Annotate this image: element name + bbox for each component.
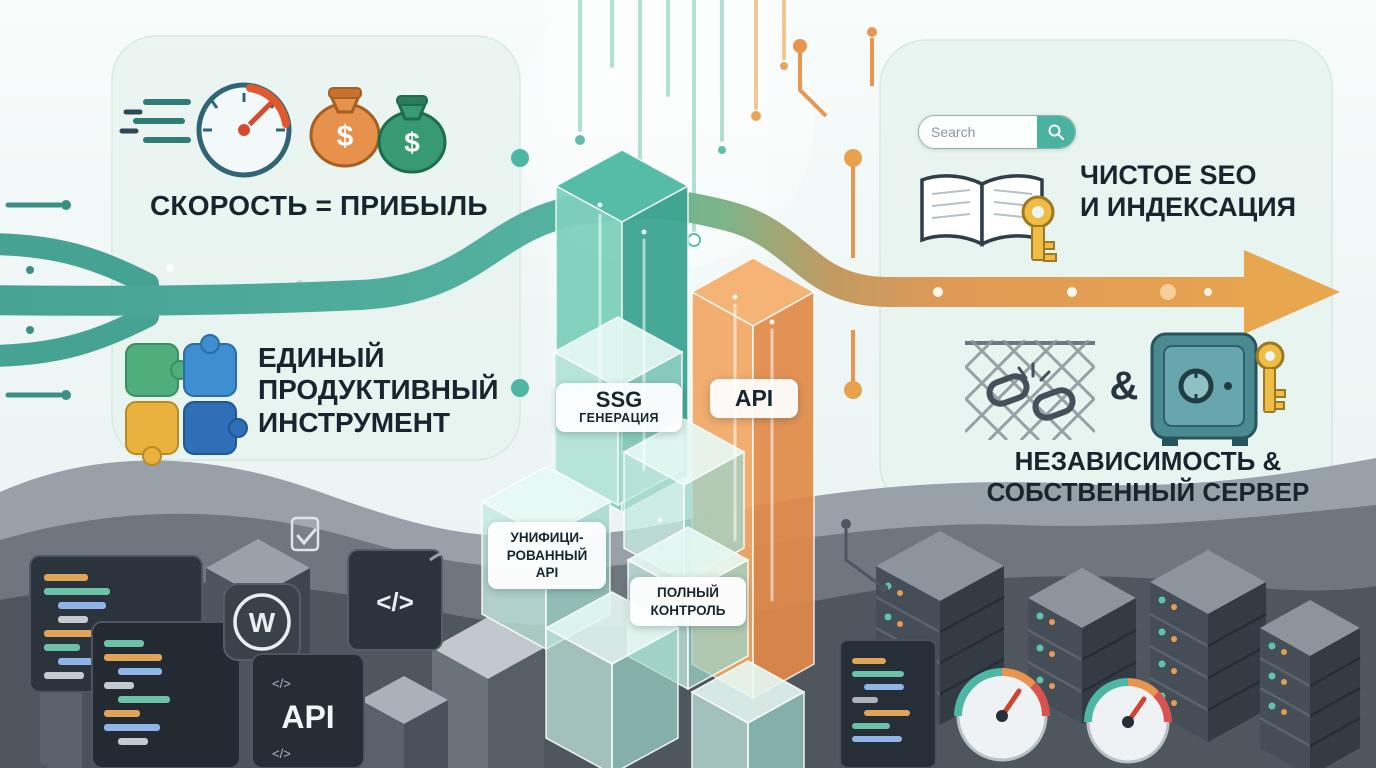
orange-circuit-decoration bbox=[793, 27, 877, 399]
search-input[interactable] bbox=[919, 116, 1037, 148]
open-book-icon bbox=[920, 174, 1044, 247]
building-4 bbox=[360, 676, 448, 768]
code-tag-window: </> bbox=[347, 549, 443, 651]
flow-arrow bbox=[0, 188, 1340, 334]
dollar-sign: $ bbox=[404, 127, 420, 158]
speed-profit-title: СКОРОСТЬ = ПРИБЫЛЬ bbox=[150, 190, 488, 221]
code-tag-glyph: </> bbox=[376, 587, 414, 617]
api-window-bottom-glyph: </> bbox=[272, 746, 291, 761]
block-label-ssg: SSG ГЕНЕРАЦИЯ bbox=[556, 383, 682, 433]
clean-seo-title: ЧИСТОЕ SEO И ИНДЕКСАЦИЯ bbox=[1080, 160, 1297, 222]
block-label-full-control: ПОЛНЫЙ КОНТРОЛЬ bbox=[630, 577, 746, 627]
search-bar bbox=[918, 115, 1076, 149]
ssg-label-line2: ГЕНЕРАЦИЯ bbox=[579, 411, 659, 426]
broken-chain-icon bbox=[986, 362, 1076, 421]
ssg-label-line1: SSG bbox=[595, 387, 643, 412]
circuit-connector bbox=[841, 519, 888, 592]
gauge-icon-2 bbox=[1084, 678, 1172, 764]
chain-fence-icon bbox=[965, 340, 1095, 440]
code-window-2 bbox=[91, 621, 241, 768]
building-3 bbox=[432, 617, 544, 768]
search-button[interactable] bbox=[1037, 116, 1075, 148]
block-label-api: API bbox=[710, 379, 798, 418]
curved-arrow-icon bbox=[429, 547, 480, 562]
api-window-label: API bbox=[281, 699, 334, 735]
puzzle-icon bbox=[125, 334, 248, 466]
gauge-icon-1 bbox=[954, 668, 1050, 762]
seo-key-icon bbox=[1021, 195, 1057, 262]
money-bag-orange-icon: $ bbox=[309, 87, 381, 168]
independence-title: НЕЗАВИСИМОСТЬ & СОБСТВЕННЫЙ СЕРВЕР bbox=[986, 446, 1310, 507]
left-circuit-decoration bbox=[0, 200, 304, 400]
code-window-3 bbox=[839, 639, 937, 768]
money-bag-green-icon: $ bbox=[377, 95, 447, 174]
dollar-sign: $ bbox=[337, 120, 354, 153]
speed-lines-icon bbox=[133, 99, 191, 143]
block-label-unified-api: УНИФИЦИ- РОВАННЫЙ API bbox=[488, 522, 606, 589]
checklist-icon bbox=[290, 516, 320, 552]
cube-bottom-right bbox=[690, 660, 806, 768]
wordpress-badge: W bbox=[223, 583, 301, 661]
unified-tool-title: ЕДИНЫЙ ПРОДУКТИВНЫЙ ИНСТРУМЕНТ bbox=[258, 342, 499, 438]
safe-icon bbox=[1150, 332, 1258, 446]
api-window: </> API </> bbox=[251, 653, 365, 768]
safe-key-icon bbox=[1255, 341, 1286, 413]
wordpress-ring-icon bbox=[233, 593, 291, 651]
server-stack-4 bbox=[1259, 600, 1361, 768]
speedometer-icon bbox=[119, 82, 292, 178]
api-window-top-glyph: </> bbox=[272, 676, 291, 691]
server-stack-3 bbox=[1149, 550, 1267, 742]
search-icon bbox=[1048, 124, 1064, 140]
wordpress-letter: W bbox=[249, 607, 276, 638]
ampersand-label: & bbox=[1109, 364, 1139, 408]
arrowhead-icon bbox=[1244, 250, 1340, 334]
